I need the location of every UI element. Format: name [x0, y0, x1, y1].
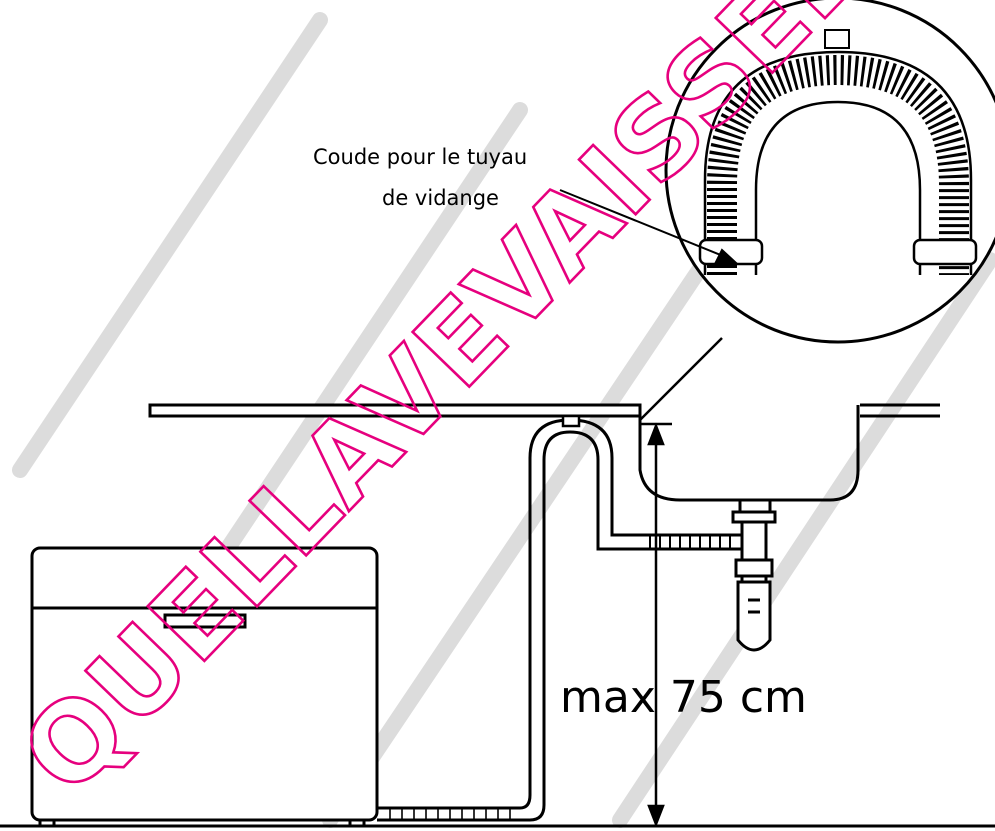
- callout-label-line1: Coude pour le tuyau: [313, 145, 527, 169]
- dishwasher: [30, 546, 379, 828]
- sink-trap: [731, 510, 777, 652]
- elbow-clip: [561, 414, 581, 428]
- elbow-detail-circle: [664, 0, 995, 344]
- callout-label-line2: de vidange: [382, 186, 499, 210]
- callout-arrow: [559, 189, 738, 263]
- countertop: [148, 403, 940, 418]
- drain-hose-ribs: [389, 808, 511, 820]
- drain-hose: [377, 418, 640, 822]
- drain-connector-ribs: [649, 535, 731, 549]
- height-dimension-label: max 75 cm: [560, 672, 807, 723]
- zoom-pointer-line: [639, 337, 723, 421]
- height-dimension-arrow: [640, 422, 672, 828]
